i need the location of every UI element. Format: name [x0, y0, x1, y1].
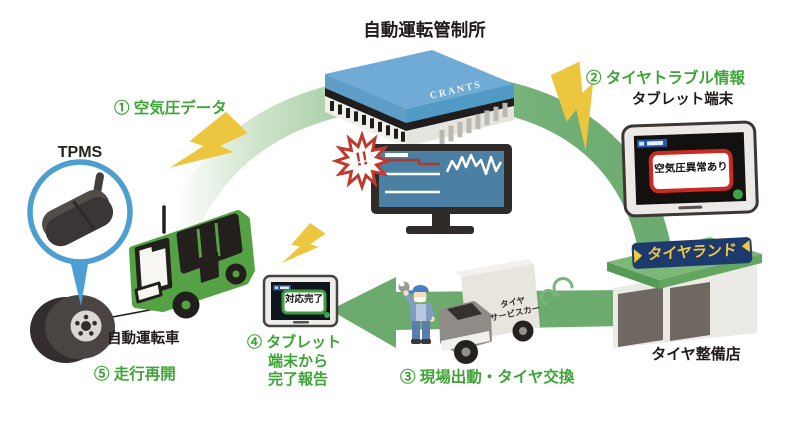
tablet-device-label: タブレット端末 [631, 92, 734, 108]
monitor-illustration [371, 144, 512, 234]
smoke-puffs-icon [539, 277, 574, 306]
shop-label: タイヤ整備店 [651, 346, 741, 363]
status-box [281, 289, 327, 315]
step4-line1: ④ タブレット [247, 334, 342, 351]
mechanic-illustration [398, 281, 435, 344]
step4-label: ④ タブレット 端末から 完了報告 [247, 334, 341, 390]
report-tablet-status-text: 対応完了 [284, 294, 323, 305]
step1-label: ① 空気圧データ [114, 100, 227, 117]
step2-label: ② タイヤトラブル情報 [586, 70, 745, 87]
tpms-magnifier [27, 159, 133, 306]
tablet-button [732, 189, 743, 200]
tire-shop-illustration [607, 237, 762, 348]
step3-label: ③ 現場出動・タイヤ交換 [400, 369, 575, 386]
alert-box [648, 148, 734, 194]
service-truck-illustration [439, 259, 540, 364]
warning-burst-icon [331, 130, 393, 192]
tpms-label: TPMS [57, 144, 103, 161]
building-window-slits [330, 101, 405, 142]
lightning-bolt-small-icon [281, 219, 327, 275]
control-center-building [325, 50, 514, 147]
report-tablet-illustration [262, 274, 339, 328]
step4-line2: 端末から [268, 352, 329, 370]
shop-sign [631, 237, 753, 269]
step5-label: ⑤ 走行再開 [94, 366, 176, 383]
building-columns [439, 102, 508, 145]
page-title: 自動運転管制所 [363, 20, 486, 40]
tire-wheel-illustration [30, 295, 115, 363]
waveform-graph [445, 153, 503, 176]
tablet-illustration [621, 120, 759, 218]
tpms-sensor-icon [42, 172, 114, 247]
vehicle-label: 自動運転車 [107, 331, 180, 347]
bus-door [199, 252, 219, 283]
bus-illustration [129, 205, 255, 319]
step4-line3: 完了報告 [268, 371, 329, 388]
